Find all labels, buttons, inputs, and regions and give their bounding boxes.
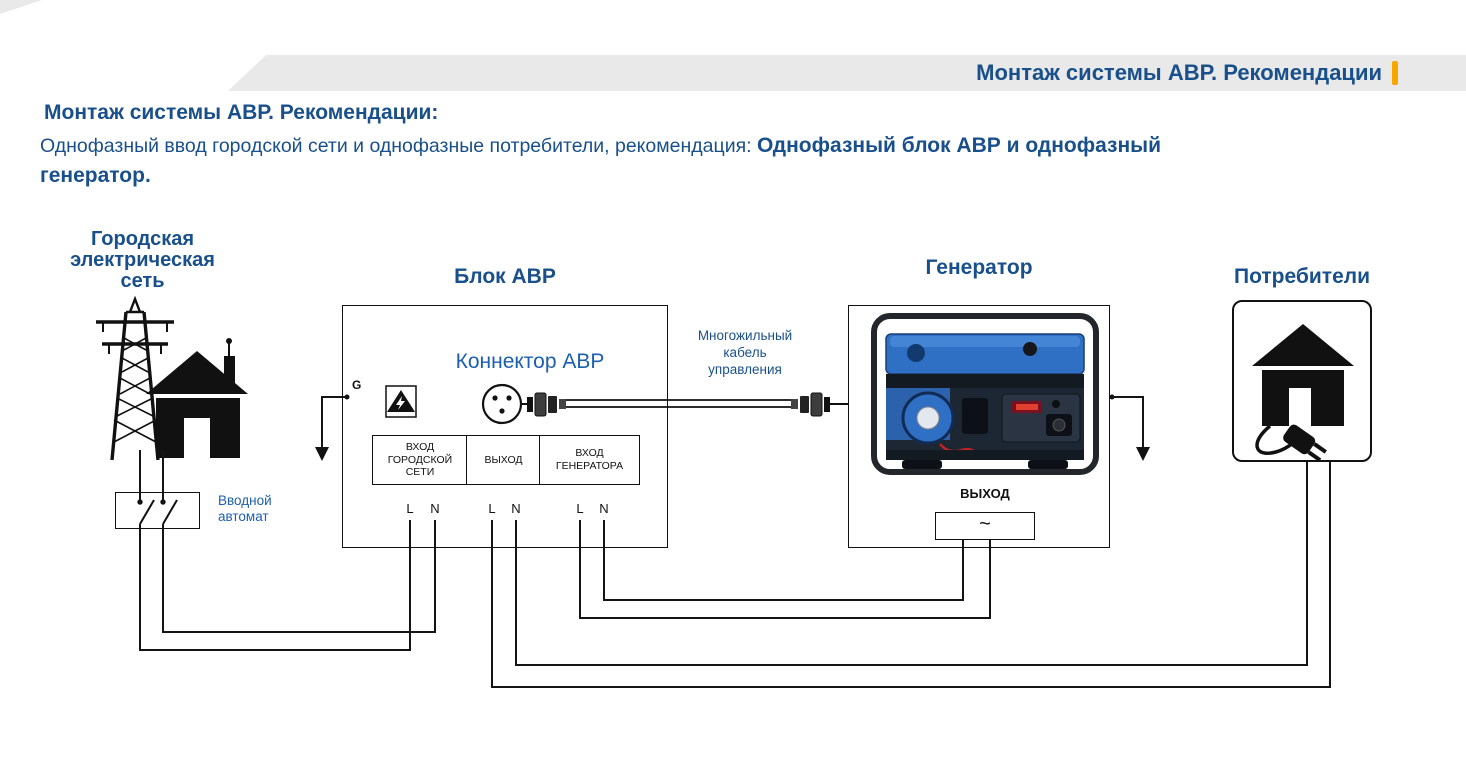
generator-output-label: ВЫХОД bbox=[960, 486, 1010, 501]
power-tower-icon bbox=[96, 295, 174, 461]
intro-regular: Однофазный ввод городской сети и однофаз… bbox=[40, 135, 757, 157]
ground-arrow-right bbox=[1109, 394, 1150, 461]
breaker-label-line2: автомат bbox=[218, 509, 269, 524]
page-title: Монтаж системы АВР. Рекомендации: bbox=[44, 101, 439, 124]
city-house-icon bbox=[146, 338, 248, 458]
avr-terminal-output: ВЫХОД bbox=[466, 435, 541, 485]
ln-city-n: N bbox=[430, 501, 440, 516]
ln-out-l: L bbox=[488, 501, 496, 516]
city-grid-line3: сеть bbox=[120, 270, 165, 292]
city-grid-line2: электрическая bbox=[70, 249, 215, 271]
accent-bar bbox=[1392, 61, 1398, 85]
city-grid-line1: Городская bbox=[90, 228, 195, 250]
generator-output-box: ~ bbox=[935, 512, 1035, 540]
cable-label-line3: управления bbox=[708, 362, 782, 377]
corner-decoration bbox=[0, 0, 42, 14]
consumers-title: Потребители bbox=[1233, 265, 1370, 288]
power-wires bbox=[139, 450, 1331, 688]
banner-title: Монтаж системы АВР. Рекомендации bbox=[976, 60, 1382, 85]
input-breaker-label: Вводной автомат bbox=[218, 493, 272, 525]
cable-label-line1: Многожильный bbox=[697, 328, 793, 343]
avr-title: Блок АВР bbox=[454, 265, 556, 288]
generator-title: Генератор bbox=[925, 256, 1033, 279]
ln-gen-n: N bbox=[599, 501, 609, 516]
avr-terminal-generator-input: ВХОД ГЕНЕРАТОРА bbox=[539, 435, 640, 485]
intro-bold-line2: генератор. bbox=[40, 164, 151, 187]
breaker-label-line1: Вводной bbox=[218, 493, 272, 508]
ln-out-n: N bbox=[511, 501, 521, 516]
city-grid-label: Городская электрическая сеть bbox=[35, 229, 250, 292]
intro-bold-line1: Однофазный блок АВР и однофазный bbox=[756, 134, 1162, 157]
input-breaker-box bbox=[115, 492, 200, 529]
ln-city-l: L bbox=[406, 501, 414, 516]
header-band bbox=[228, 55, 1466, 91]
ln-gen-l: L bbox=[576, 501, 584, 516]
cable-label-line2: кабель bbox=[723, 345, 767, 360]
avr-connector-label: Коннектор АВР bbox=[455, 350, 605, 373]
control-cable-label: Многожильный кабель управления bbox=[672, 327, 818, 378]
ground-g-label: G bbox=[352, 378, 362, 392]
intro-paragraph: Однофазный ввод городской сети и однофаз… bbox=[40, 131, 1400, 191]
consumers-box bbox=[1232, 300, 1372, 462]
avr-terminal-city-input: ВХОД ГОРОДСКОЙ СЕТИ bbox=[372, 435, 468, 485]
avr-block-box bbox=[342, 305, 668, 548]
